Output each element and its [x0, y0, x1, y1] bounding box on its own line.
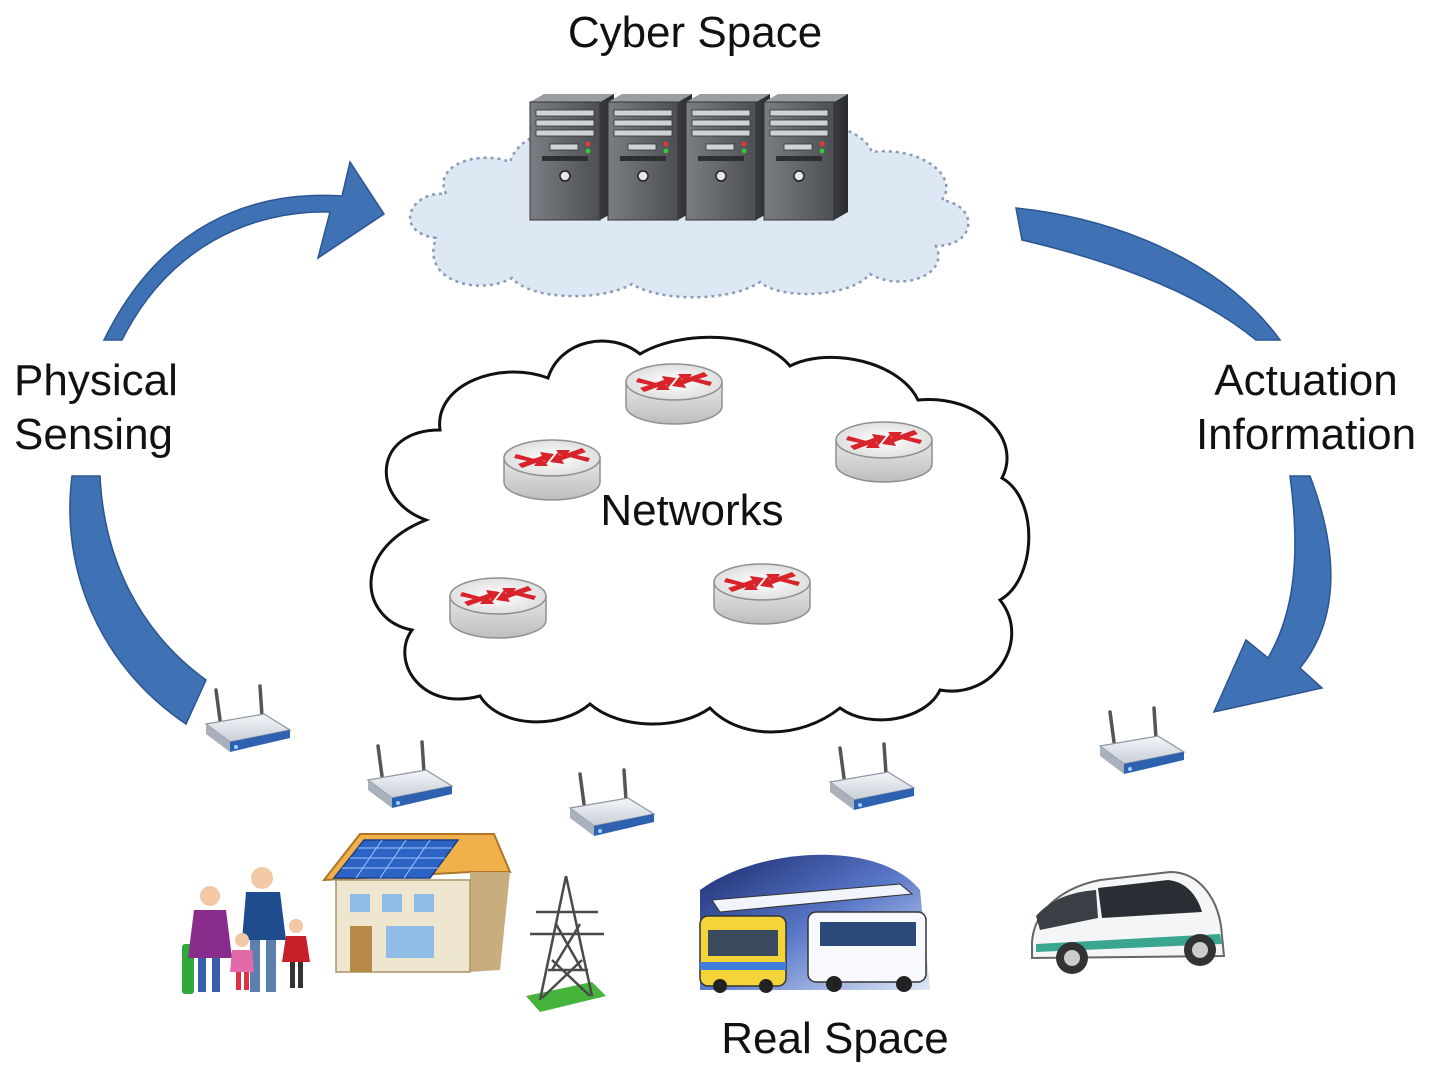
server-rack	[529, 93, 849, 221]
cyber-space-title: Cyber Space	[567, 8, 823, 57]
router-icon	[625, 363, 723, 425]
family-icon	[182, 867, 310, 994]
wifi-router-icon	[1098, 706, 1186, 776]
actuation-information-line-2: Information	[1195, 410, 1417, 459]
physical-sensing-line-2: Sensing	[14, 410, 174, 459]
actuation-information-line-1: Actuation	[1214, 356, 1398, 405]
router-icon	[713, 563, 811, 625]
electric-car-icon	[1031, 870, 1226, 974]
server-icon	[529, 93, 615, 221]
networks-label: Networks	[600, 486, 784, 535]
server-icon	[763, 93, 849, 221]
wifi-router-icon	[828, 742, 916, 812]
actuation-information-label: Actuation Information	[1186, 354, 1426, 462]
server-icon	[607, 93, 693, 221]
actuation-arrow-upper	[1015, 207, 1282, 341]
power-tower-icon	[526, 875, 606, 1012]
sensing-arrow-upper	[102, 160, 386, 341]
server-icon	[685, 93, 771, 221]
wifi-router-icon	[568, 768, 656, 838]
router-icon	[835, 421, 933, 483]
router-icon	[449, 577, 547, 639]
wifi-router-icon	[366, 740, 454, 810]
physical-sensing-label: Physical Sensing	[14, 354, 178, 462]
real-space-label: Real Space	[721, 1014, 949, 1063]
wifi-router-icon	[204, 684, 292, 754]
transport-icon	[699, 854, 930, 993]
solar-house-icon	[321, 833, 512, 973]
actuation-arrow-lower	[1212, 475, 1332, 714]
sensing-arrow-lower	[69, 475, 207, 726]
physical-sensing-line-1: Physical	[14, 356, 178, 405]
